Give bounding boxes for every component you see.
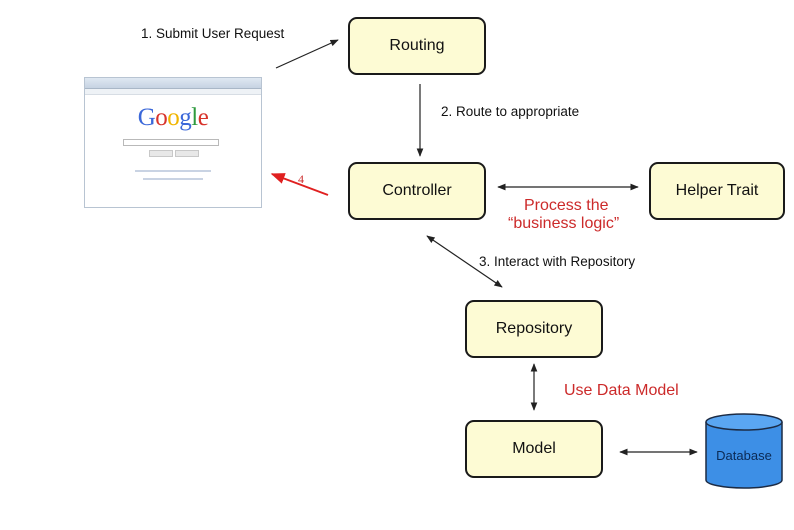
route-label: 2. Route to appropriate — [441, 104, 580, 119]
controller-repository-arrow — [426, 235, 503, 288]
model-label: Model — [512, 440, 556, 457]
repository-label: Repository — [495, 320, 573, 337]
browser-menu-bar — [85, 89, 261, 95]
routing-label: Routing — [389, 37, 445, 54]
data-model-note: Use Data Model — [564, 382, 679, 399]
response-arrow — [270, 173, 329, 196]
google-logo: Google — [85, 104, 261, 132]
controller-node: Controller — [348, 162, 486, 220]
model-node: Model — [465, 420, 603, 478]
helper-trait-node: Helper Trait — [649, 162, 785, 220]
helper-trait-label: Helper Trait — [675, 182, 759, 199]
footer-links — [143, 178, 203, 180]
footer-links — [135, 170, 211, 172]
search-buttons — [175, 150, 199, 157]
logo-letter: o — [167, 104, 180, 131]
routing-node: Routing — [348, 17, 486, 75]
process-note-line2: “business logic” — [508, 215, 620, 232]
logo-letter: g — [179, 104, 192, 131]
controller-label: Controller — [382, 182, 452, 199]
interact-label: 3. Interact with Repository — [479, 254, 636, 269]
repository-node: Repository — [465, 300, 603, 358]
browser-screenshot: Google — [84, 77, 262, 208]
database-cylinder — [705, 413, 783, 489]
submit-request-arrow — [275, 39, 339, 69]
response-step-label: 4 — [298, 172, 304, 186]
logo-letter: G — [137, 104, 156, 131]
process-note-line1: Process the — [524, 197, 609, 214]
search-buttons — [149, 150, 173, 157]
search-box — [123, 139, 219, 146]
logo-letter: o — [155, 104, 168, 131]
logo-letter: e — [197, 104, 209, 131]
browser-toolbar — [85, 78, 261, 89]
database-label: Database — [716, 448, 772, 463]
logo-letter: l — [191, 104, 198, 131]
submit-request-label: 1. Submit User Request — [141, 26, 285, 41]
